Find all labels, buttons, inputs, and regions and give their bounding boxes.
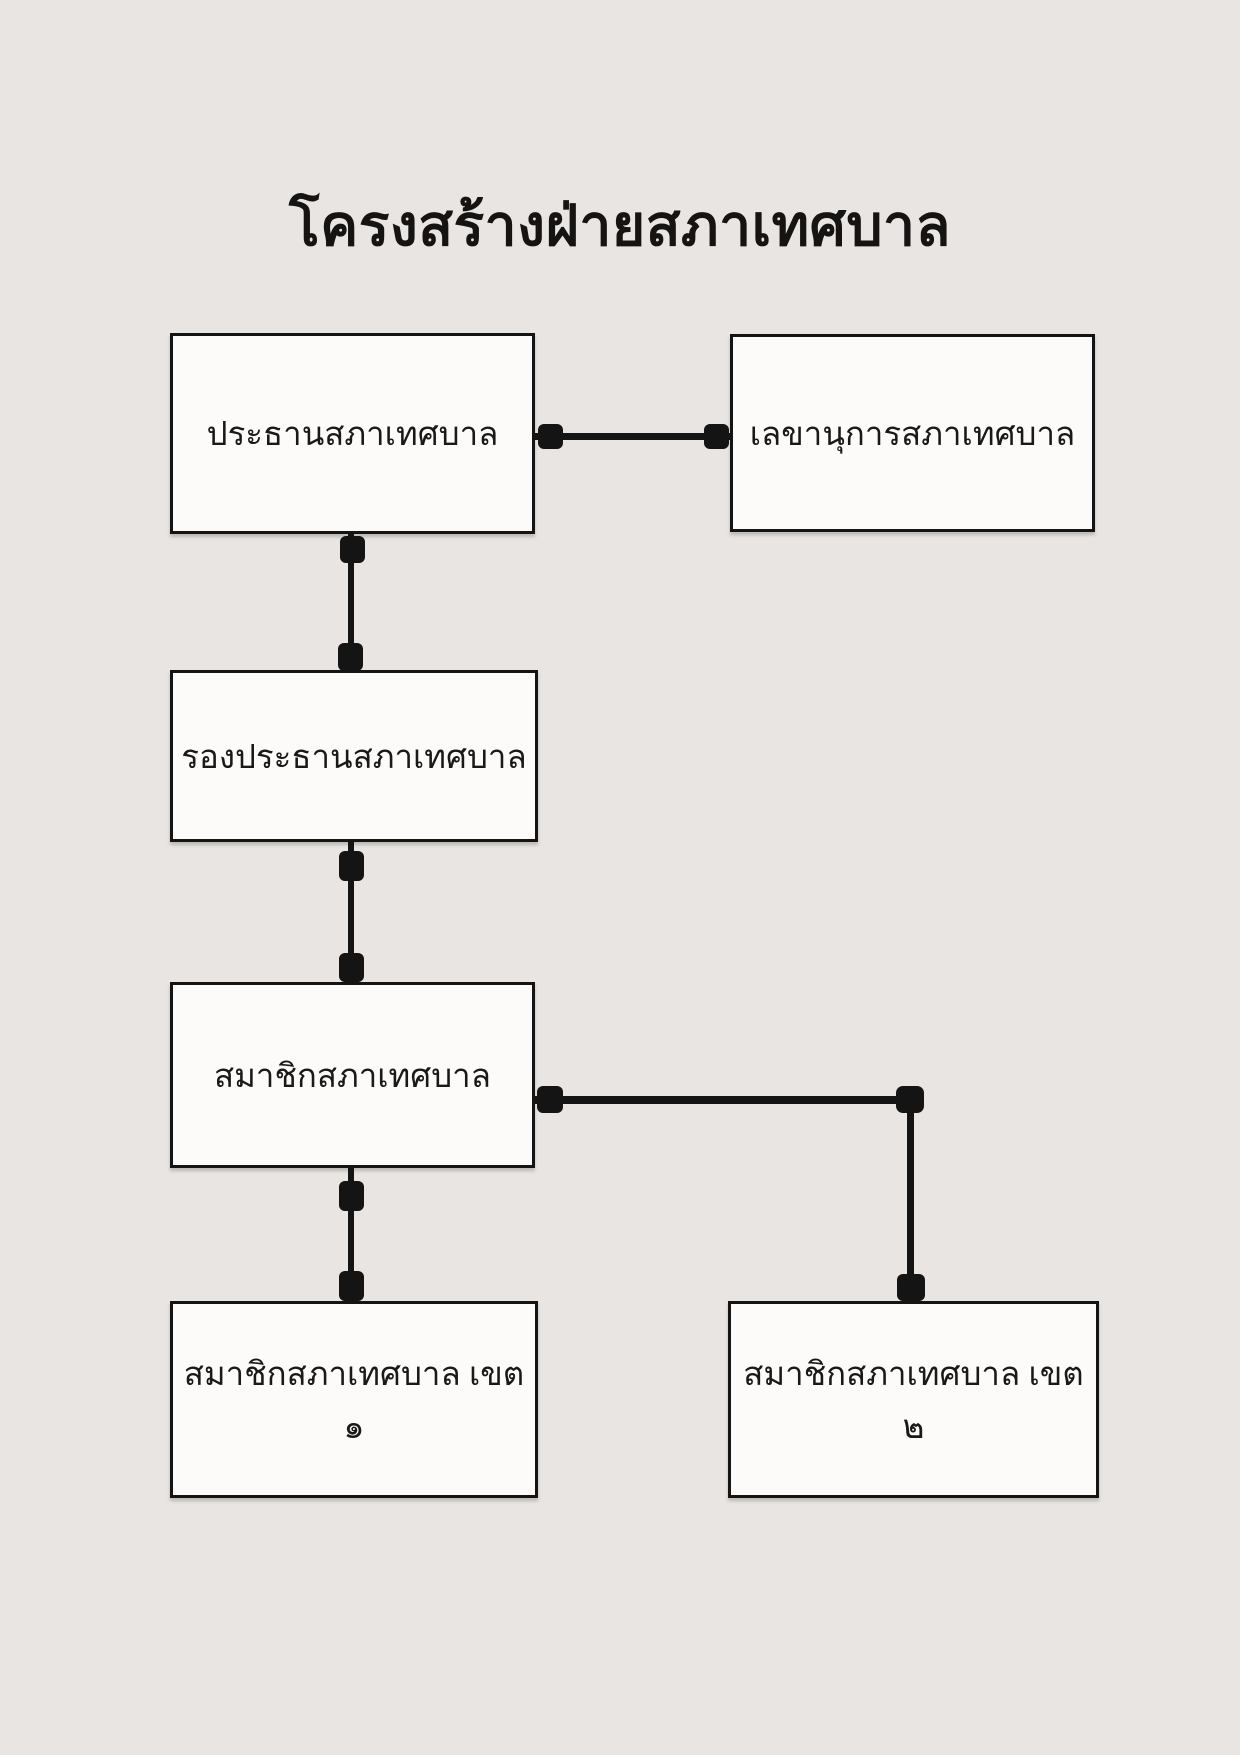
node-chairman-label: ประธานสภาเทศบาล — [206, 417, 499, 453]
connector-chairman-vice-chairman — [348, 534, 354, 670]
node-members-label: สมาชิกสภาเทศบาล — [214, 1058, 491, 1095]
connector-endpoint — [338, 643, 363, 671]
page-title: โครงสร้างฝ่ายสภาเทศบาล — [289, 195, 951, 258]
node-secretary: เลขานุการสภาเทศบาล — [730, 334, 1095, 532]
node-members-district-2-label: สมาชิกสภาเทศบาล เขต ๒ — [743, 1356, 1084, 1446]
node-chairman: ประธานสภาเทศบาล — [170, 333, 535, 534]
connector-chairman-secretary — [535, 433, 730, 440]
node-members-district-1: สมาชิกสภาเทศบาล เขต ๑ — [170, 1301, 538, 1498]
connector-endpoint — [704, 424, 729, 449]
connector-endpoint — [339, 851, 364, 881]
node-members-district-1-label: สมาชิกสภาเทศบาล เขต ๑ — [183, 1356, 525, 1446]
node-vice-chairman: รองประธานสภาเทศบาล — [170, 670, 538, 842]
connector-endpoint — [339, 1181, 364, 1211]
connector-endpoint — [537, 1086, 563, 1113]
connector-endpoint — [897, 1274, 925, 1301]
connector-endpoint — [339, 1271, 364, 1301]
node-secretary-label: เลขานุการสภาเทศบาล — [749, 416, 1076, 453]
node-members-district-2: สมาชิกสภาเทศบาล เขต ๒ — [728, 1301, 1099, 1498]
connector-members-district-2-horizontal — [535, 1096, 912, 1104]
connector-members-district-1 — [348, 1168, 354, 1301]
connector-elbow — [896, 1086, 924, 1113]
connector-members-district-2-vertical — [907, 1100, 914, 1301]
node-vice-chairman-label: รองประธานสภาเทศบาล — [181, 739, 527, 776]
connector-vice-chairman-members — [348, 842, 354, 982]
connector-endpoint — [538, 424, 563, 449]
node-members: สมาชิกสภาเทศบาล — [170, 982, 535, 1168]
connector-endpoint — [340, 536, 365, 563]
connector-endpoint — [339, 953, 364, 982]
